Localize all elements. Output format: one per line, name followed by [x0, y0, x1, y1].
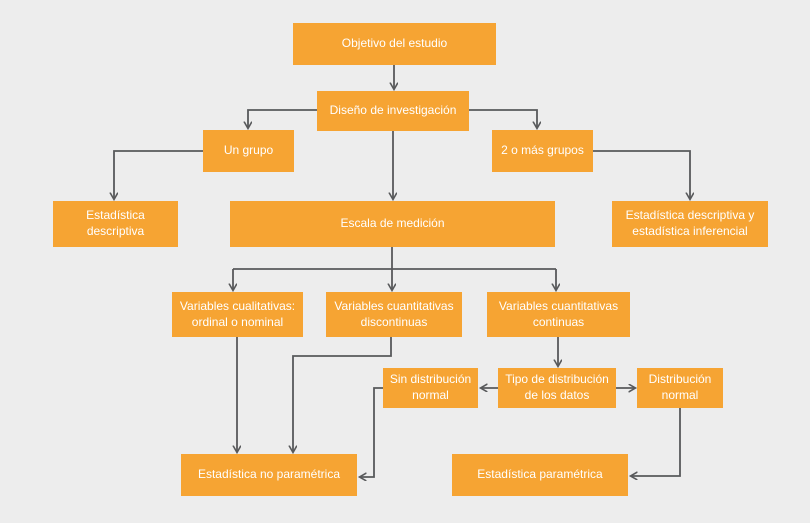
edge-distribucion-normal-parametrica	[631, 408, 681, 476]
node-tipo-de-distribucion: Tipo de distribución de los datos	[498, 368, 616, 408]
node-label: Variables cuantitativas discontinuas	[334, 298, 454, 329]
node-label: Variables cualitativas: ordinal o nomina…	[179, 298, 296, 329]
edge-discontinuas-no-parametrica	[293, 337, 392, 452]
node-label: Estadística paramétrica	[477, 467, 603, 482]
node-label: 2 o más grupos	[501, 143, 584, 158]
node-objetivo-del-estudio: Objetivo del estudio	[293, 23, 496, 65]
edge-un-grupo-estadistica-descriptiva	[114, 150, 203, 199]
node-variables-cuantitativas-discontinuas: Variables cuantitativas discontinuas	[326, 292, 462, 337]
node-label: Estadística descriptiva	[86, 208, 145, 238]
edge-dos-grupos-estadistica-descriptiva-inferencial	[593, 150, 690, 199]
node-label: Objetivo del estudio	[341, 36, 448, 51]
node-label: Variables cuantitativas continuas	[498, 298, 619, 329]
node-label: Distribución normal	[648, 372, 712, 402]
node-variables-cuantitativas-continuas: Variables cuantitativas continuas	[487, 292, 630, 337]
node-distribucion-normal: Distribución normal	[637, 368, 723, 408]
node-label: Estadística descriptiva y estadística in…	[625, 208, 755, 238]
node-estadistica-descriptiva-inferencial: Estadística descriptiva y estadística in…	[612, 201, 768, 247]
node-label: Diseño de investigación	[329, 103, 457, 118]
node-label: Estadística no paramétrica	[197, 467, 341, 482]
node-dos-o-mas-grupos: 2 o más grupos	[492, 130, 593, 172]
node-variables-cualitativas: Variables cualitativas: ordinal o nomina…	[172, 292, 303, 337]
edge-diseno-dos-grupos	[469, 109, 537, 128]
node-label: Sin distribución normal	[389, 372, 472, 402]
node-label: Tipo de distribución de los datos	[505, 372, 609, 402]
node-estadistica-no-parametrica: Estadística no paramétrica	[181, 454, 357, 496]
edge-diseno-un-grupo	[248, 109, 317, 128]
node-label: Escala de medición	[340, 216, 445, 231]
edge-sin-distribucion-no-parametrica	[360, 387, 383, 477]
node-un-grupo: Un grupo	[203, 130, 294, 172]
node-label: Un grupo	[223, 143, 274, 158]
node-diseno-de-investigacion: Diseño de investigación	[317, 91, 469, 131]
node-estadistica-descriptiva: Estadística descriptiva	[53, 201, 178, 247]
node-sin-distribucion-normal: Sin distribución normal	[383, 368, 478, 408]
node-estadistica-parametrica: Estadística paramétrica	[452, 454, 628, 496]
node-escala-de-medicion: Escala de medición	[230, 201, 555, 247]
